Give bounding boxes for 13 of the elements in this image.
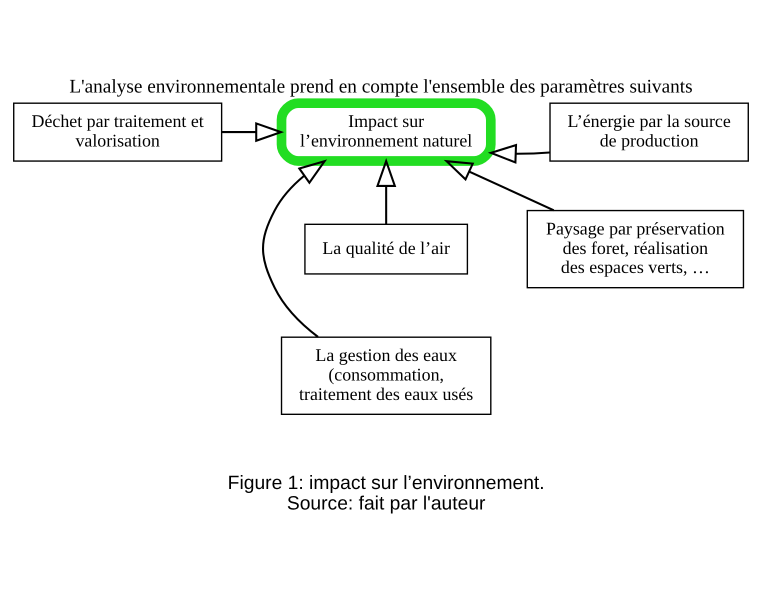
node-box: L’énergie par la source de production [549,102,749,162]
node-box: Impact sur l’environnement naturel [276,98,496,166]
node-box: Paysage par préservation des foret, réalisation des espaces verts, … [526,209,744,288]
diagram-title: L'analyse environnementale prend en compte l'ensemble des paramètres suivants [69,76,693,97]
caption: Figure 1: impact sur l’environnement. Source: fait par l'auteur [228,472,545,514]
node-box: La gestion des eaux (consommation, traitement des eaux usés [280,336,492,415]
arrow [376,158,396,224]
arrow [444,159,554,211]
node-box: La qualité de l’air [304,223,468,274]
arrow [488,143,550,164]
arrow [262,158,328,338]
node-box: Déchet par traitement et valorisation [13,102,222,162]
arrow [222,121,284,142]
